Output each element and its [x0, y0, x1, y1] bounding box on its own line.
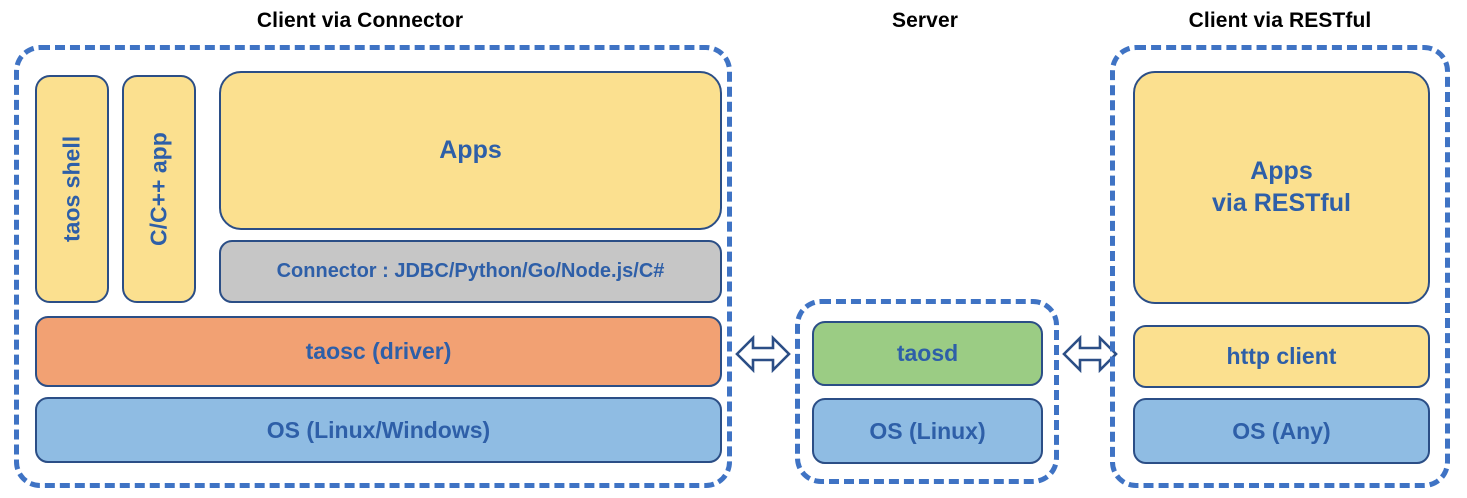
box-os-any[interactable]: OS (Any): [1133, 398, 1430, 464]
panel-title-client-restful: Client via RESTful: [1188, 9, 1372, 32]
box-http-client[interactable]: http client: [1133, 325, 1430, 388]
box-taosc-driver[interactable]: taosc (driver): [35, 316, 722, 387]
panel-title-server: Server: [892, 9, 958, 32]
arrow-server-to-client-restful: [1062, 330, 1118, 378]
group-client-via-connector: [14, 45, 732, 488]
box-os-linux-label: OS (Linux): [869, 417, 986, 444]
box-apps-via-restful-label: Apps via RESTful: [1212, 157, 1351, 217]
box-taosc-driver-label: taosc (driver): [305, 338, 452, 365]
box-apps-connector-label: Apps: [439, 135, 502, 164]
box-taos-shell-label: taos shell: [58, 135, 85, 243]
box-http-client-label: http client: [1226, 343, 1337, 370]
group-client-via-restful: [1110, 45, 1450, 488]
box-taosd-label: taosd: [896, 340, 959, 367]
box-connector-drivers-label: Connector : JDBC/Python/Go/Node.js/C#: [276, 260, 665, 282]
group-server: [795, 299, 1059, 484]
panel-title-client-connector: Client via Connector: [256, 9, 464, 32]
box-apps-via-restful[interactable]: Apps via RESTful: [1133, 71, 1430, 304]
box-c-cpp-app[interactable]: C/C++ app: [122, 75, 196, 303]
box-os-linux-windows-label: OS (Linux/Windows): [266, 416, 491, 443]
box-taos-shell[interactable]: taos shell: [35, 75, 109, 303]
box-apps-connector[interactable]: Apps: [219, 71, 722, 230]
box-os-any-label: OS (Any): [1232, 417, 1331, 444]
box-c-cpp-app-label: C/C++ app: [145, 132, 172, 246]
arrow-client-connector-to-server: [735, 330, 791, 378]
box-taosd[interactable]: taosd: [812, 321, 1043, 386]
box-os-linux[interactable]: OS (Linux): [812, 398, 1043, 464]
box-connector-drivers[interactable]: Connector : JDBC/Python/Go/Node.js/C#: [219, 240, 722, 303]
box-os-linux-windows[interactable]: OS (Linux/Windows): [35, 397, 722, 463]
